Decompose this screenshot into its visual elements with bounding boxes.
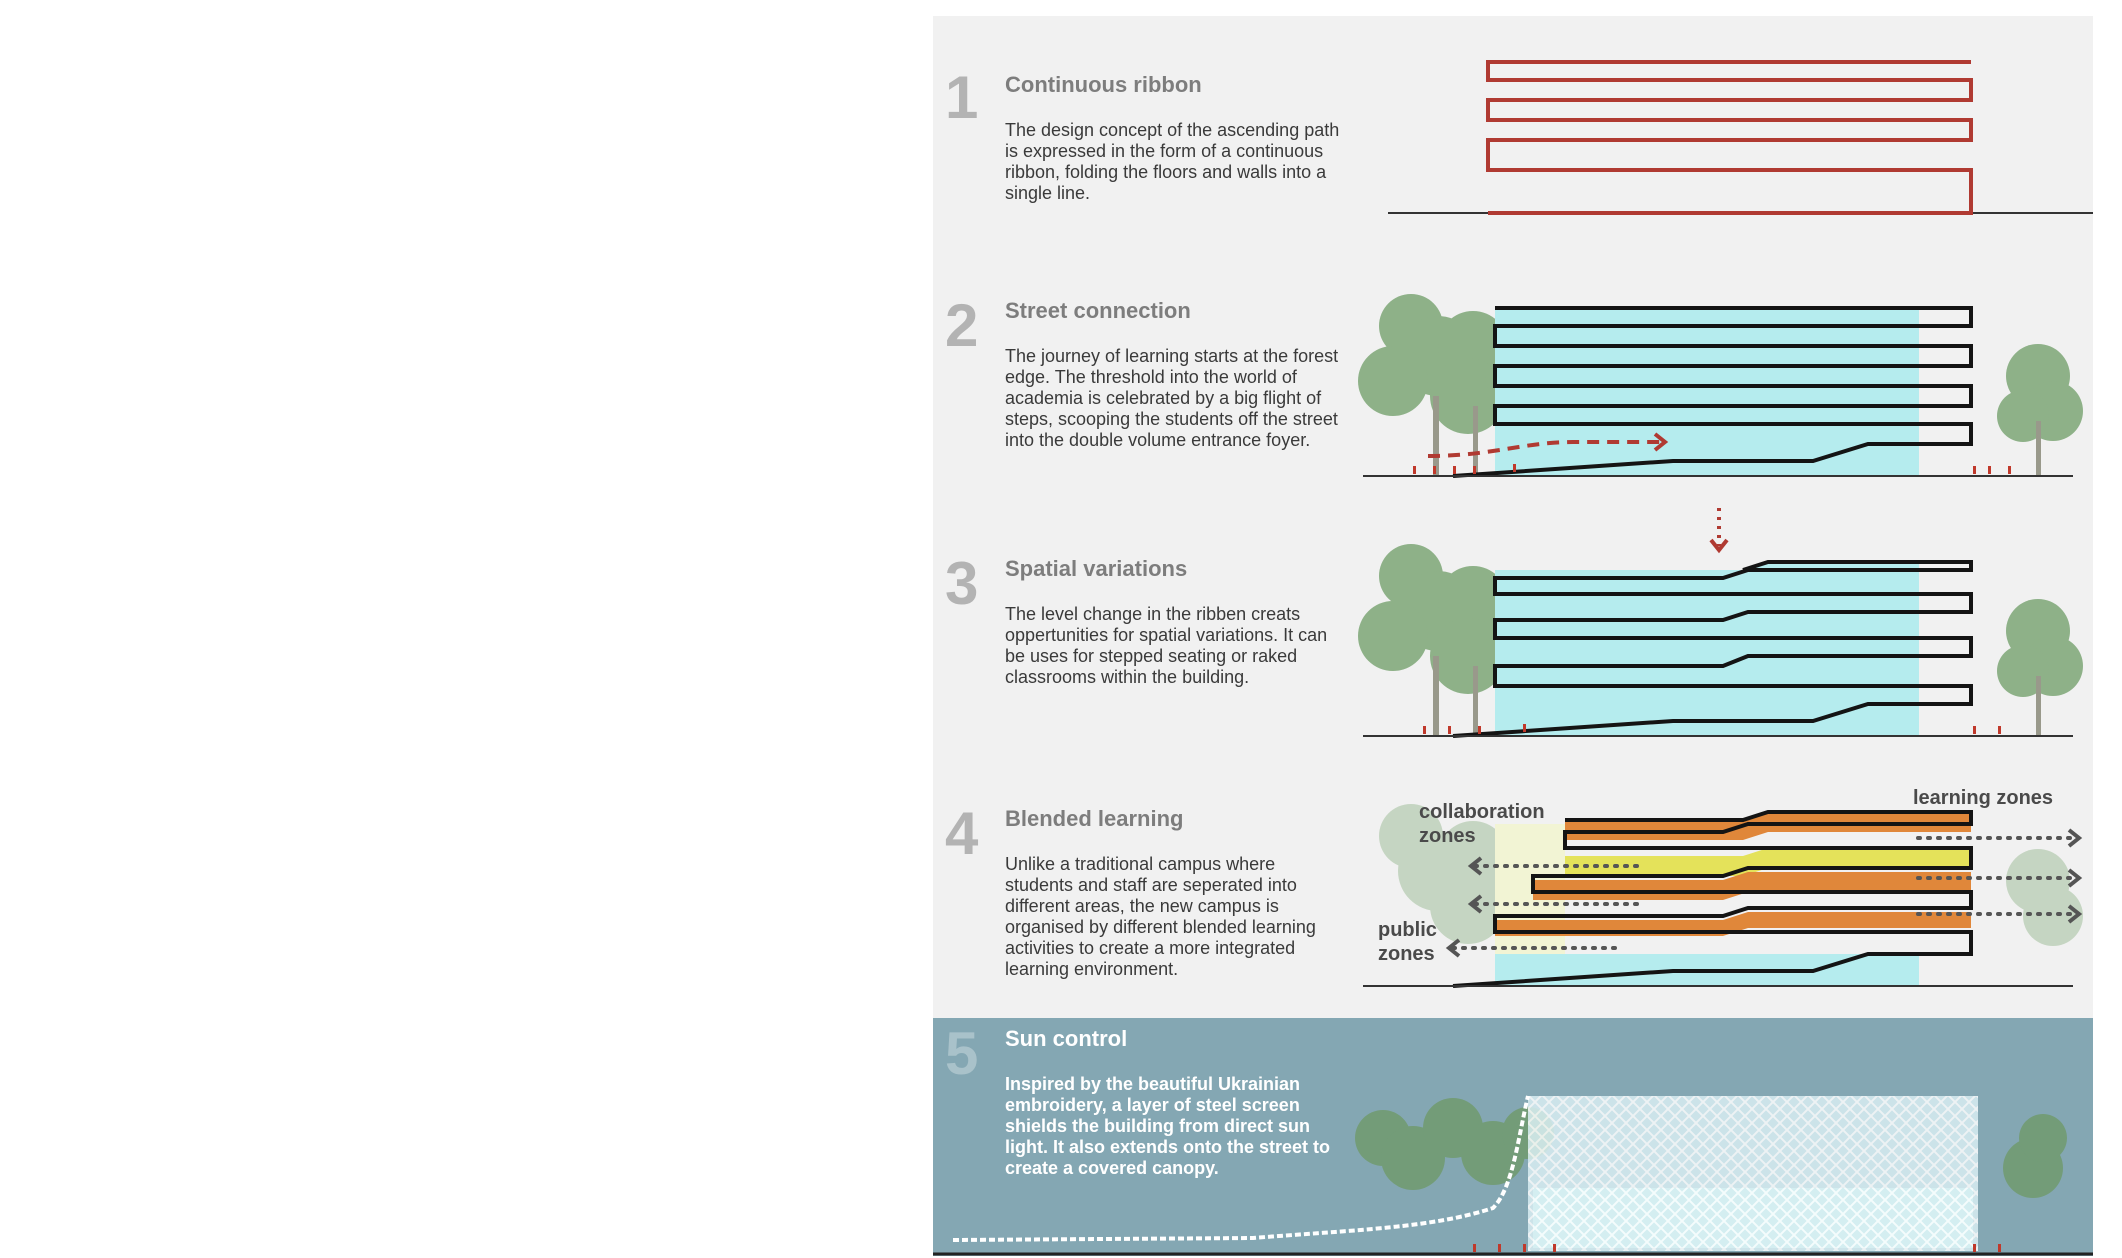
panel-title: Street connection [1005,298,1191,323]
street-connection-diagram [1358,294,2083,478]
panel-title: Continuous ribbon [1005,72,1202,97]
panel-continuous-ribbon: 1 Continuous ribbon The design concept o… [933,16,2093,246]
people [1473,1244,2001,1252]
step-number: 3 [945,550,979,617]
panel-description: Inspired by the beautiful Ukrainian embr… [1005,1074,1331,1178]
ribbon-diagram [1388,60,2093,215]
step-number: 2 [945,292,979,359]
panel-sun-control: 5 Sun control Inspired by the beautiful … [933,1018,2093,1256]
panel-street-connection: 2 Street connection The journey of learn… [933,246,2093,506]
public-label-1: public [1378,919,1437,941]
spatial-variations-diagram [1358,508,2083,738]
steel-screen-icon [1528,1096,1978,1251]
building-ribbon [1452,810,1973,988]
glass-volume [1495,562,1919,736]
building-ribbon [1452,560,1973,738]
learning-zones-label: learning zones [1913,787,2053,809]
people [1413,464,2011,474]
arrow-icon [1427,440,1663,458]
building-ribbon [1452,306,1973,478]
tree-icon [1379,804,2083,946]
arrow-icon [1445,828,2083,958]
tree-icon [1997,344,2083,476]
canopy [952,1095,1530,1242]
step-number: 4 [945,800,979,867]
arrow-icon [1709,538,1729,554]
glass-volume [1495,308,1919,476]
tree-icon [1997,599,2083,736]
continuous-ribbon [1486,60,1973,215]
panel-description: The level change in the ribben creats op… [1005,604,1328,687]
panel-title: Blended learning [1005,806,1184,831]
panel-blended-learning: 4 Blended learning Unlike a traditional … [933,756,2093,1006]
step-number: 5 [945,1020,979,1087]
collaboration-label-2: zones [1419,825,1476,847]
public-label-2: zones [1378,943,1435,965]
people [1423,724,2001,734]
step-number: 1 [945,64,979,131]
sun-control-diagram [933,1095,2093,1256]
panel-description: Unlike a traditional campus where studen… [1005,854,1316,979]
diagram-board: 1 Continuous ribbon The design concept o… [933,16,2093,1256]
collaboration-label-1: collaboration [1419,801,1545,823]
blended-learning-diagram: collaboration zones learning zones publi… [1363,787,2083,988]
arrow-icon [1653,432,1669,452]
panel-spatial-variations: 3 Spatial variations The level change in… [933,506,2093,756]
panel-title: Spatial variations [1005,556,1188,581]
panel-description: The design concept of the ascending path… [1005,120,1340,203]
learning-zone-yellow [1565,848,1971,876]
panel-description: The journey of learning starts at the fo… [1005,346,1339,450]
panel-title: Sun control [1005,1026,1128,1051]
